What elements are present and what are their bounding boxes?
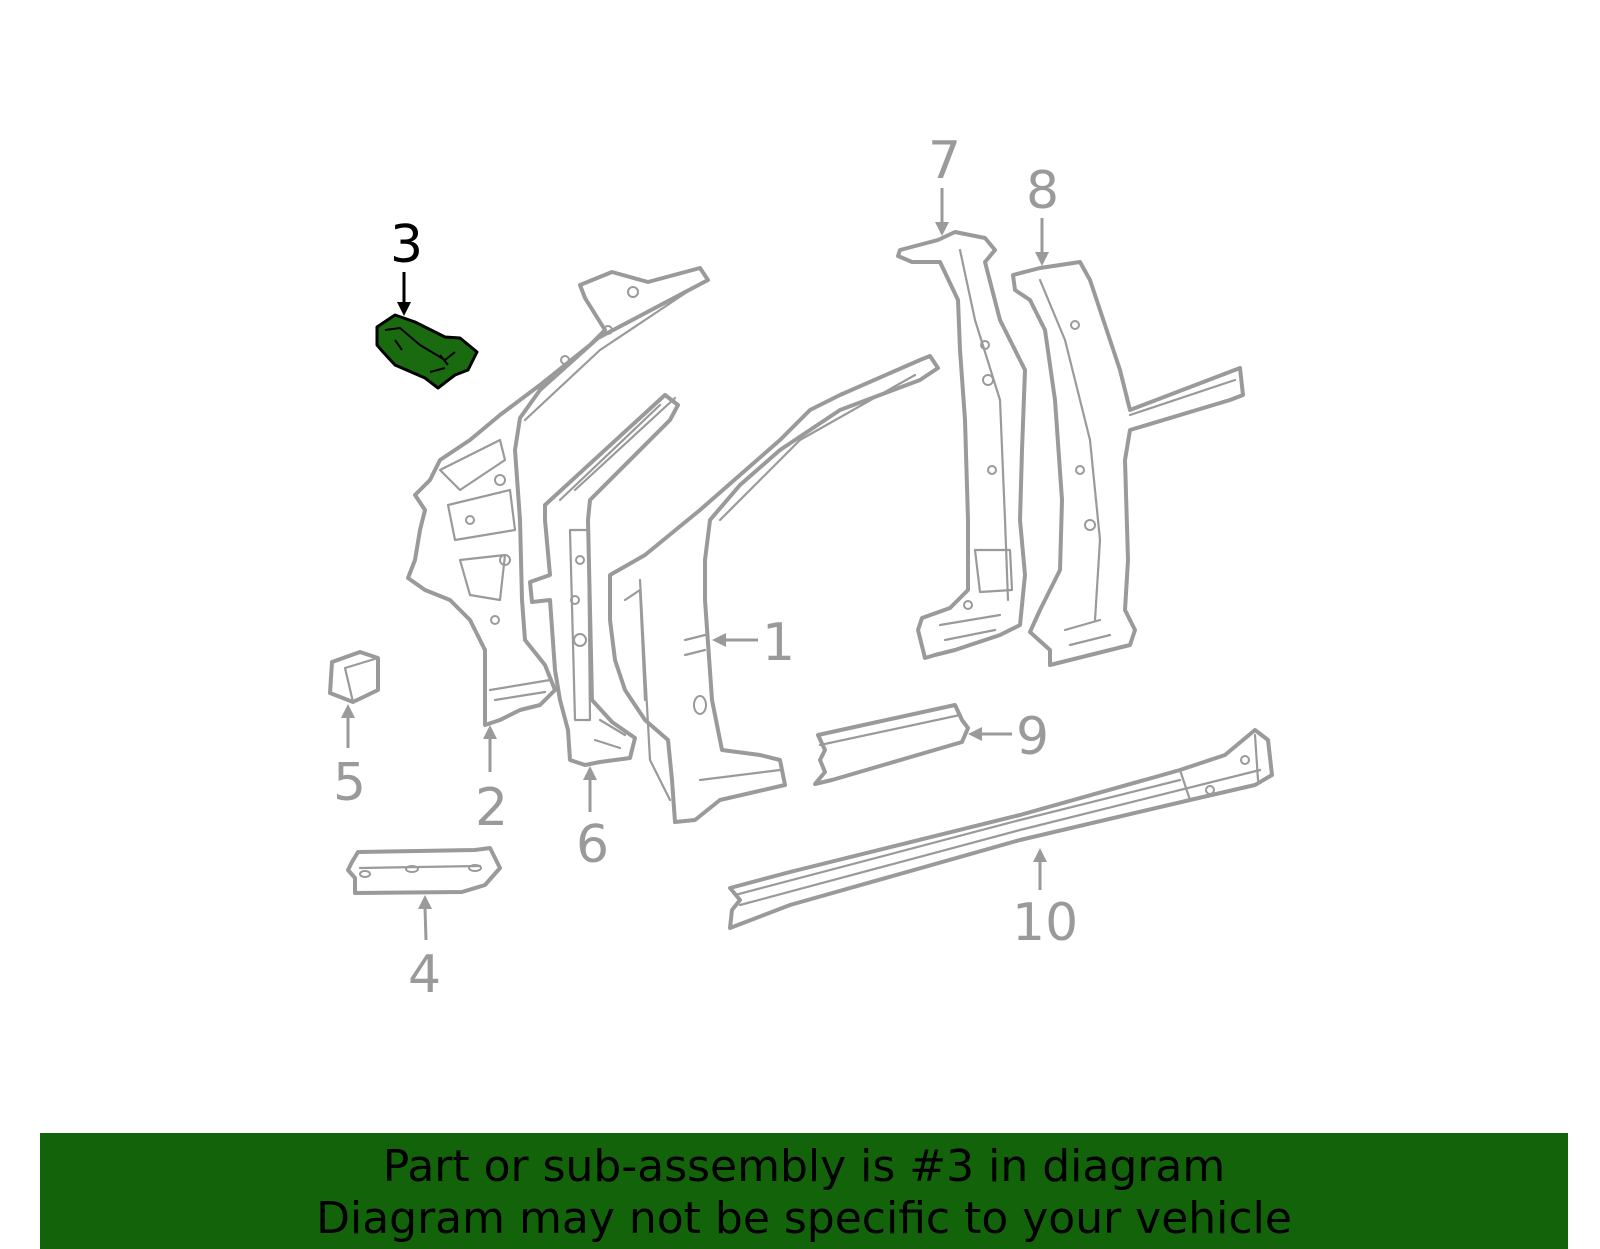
callout-1[interactable]: 1 <box>762 613 795 673</box>
callout-7[interactable]: 7 <box>928 131 961 191</box>
callout-3[interactable]: 3 <box>390 215 423 275</box>
part-7-center-pillar-inner <box>896 230 1027 660</box>
callout-8[interactable]: 8 <box>1026 161 1059 221</box>
part-5-block <box>328 650 380 704</box>
info-banner: Part or sub-assembly is #3 in diagram Di… <box>40 1133 1568 1249</box>
callout-4[interactable]: 4 <box>408 945 441 1005</box>
callout-5[interactable]: 5 <box>333 753 366 813</box>
banner-line-2: Diagram may not be specific to your vehi… <box>316 1193 1292 1244</box>
leader-5 <box>341 704 355 748</box>
banner-line-1: Part or sub-assembly is #3 in diagram <box>382 1141 1226 1192</box>
part-4-bracket <box>346 846 502 895</box>
leader-1 <box>712 633 758 647</box>
leader-7 <box>935 188 949 236</box>
part-9-plate <box>813 703 970 786</box>
leader-3 <box>397 272 411 316</box>
part-3-highlighted-reinforcement[interactable] <box>375 313 479 390</box>
part-2-front-pillar-outer <box>406 266 710 727</box>
callout-9[interactable]: 9 <box>1016 707 1049 767</box>
callout-6[interactable]: 6 <box>576 815 609 875</box>
leader-10 <box>1033 848 1047 890</box>
leader-9 <box>968 727 1012 741</box>
callout-10[interactable]: 10 <box>1012 893 1078 953</box>
part-6-inner-pillar <box>528 393 680 767</box>
leader-2 <box>483 725 497 772</box>
callout-2[interactable]: 2 <box>475 778 508 838</box>
part-10-rocker-panel <box>728 728 1274 930</box>
part-8-center-pillar-outer <box>1011 260 1245 667</box>
leader-4 <box>418 895 432 941</box>
part-1-hinge-pillar <box>608 354 940 824</box>
leader-8 <box>1035 218 1049 266</box>
leader-6 <box>583 766 597 812</box>
